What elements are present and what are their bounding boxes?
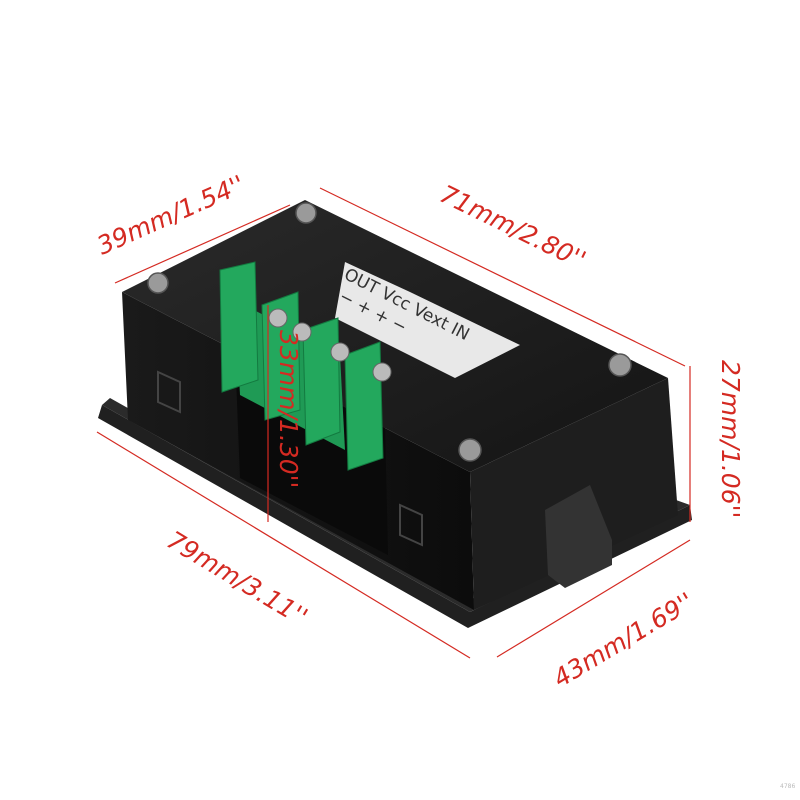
mounting-clip [157, 370, 181, 414]
terminal-barrier [302, 317, 341, 446]
dimension-flange-depth: 43mm/1.69'' [548, 587, 699, 693]
dimension-line-depth-top [114, 204, 291, 284]
case-screw [608, 353, 632, 377]
dimension-length-top: 71mm/2.80'' [435, 179, 590, 274]
terminal-label [335, 262, 520, 378]
mounting-clip [399, 503, 423, 547]
screws [147, 202, 632, 462]
terminal-barrier [344, 341, 384, 471]
terminal-screw [330, 342, 350, 362]
dimension-line-flange-depth [496, 539, 691, 658]
mounting-flange [98, 405, 692, 628]
terminal-barrier [219, 261, 259, 393]
terminal-block [219, 261, 392, 471]
dimension-line-length-top [319, 187, 686, 367]
terminal-screw [268, 308, 288, 328]
dimension-lines [96, 187, 691, 659]
dimension-inner-height: 33mm/1.30'' [274, 330, 303, 488]
terminal-screw [292, 322, 312, 342]
terminal-screw [372, 362, 392, 382]
watermark: 4786 [780, 783, 795, 790]
dimension-flange-length: 79mm/3.11'' [162, 525, 313, 631]
case-screw [295, 202, 317, 224]
side-latch [545, 485, 612, 588]
dimension-line-flange-length [96, 431, 471, 659]
dimension-height: 27mm/1.06'' [716, 360, 745, 518]
mounting-flange-top-edge [102, 398, 690, 612]
case-screw [147, 272, 169, 294]
case-screw [458, 438, 482, 462]
